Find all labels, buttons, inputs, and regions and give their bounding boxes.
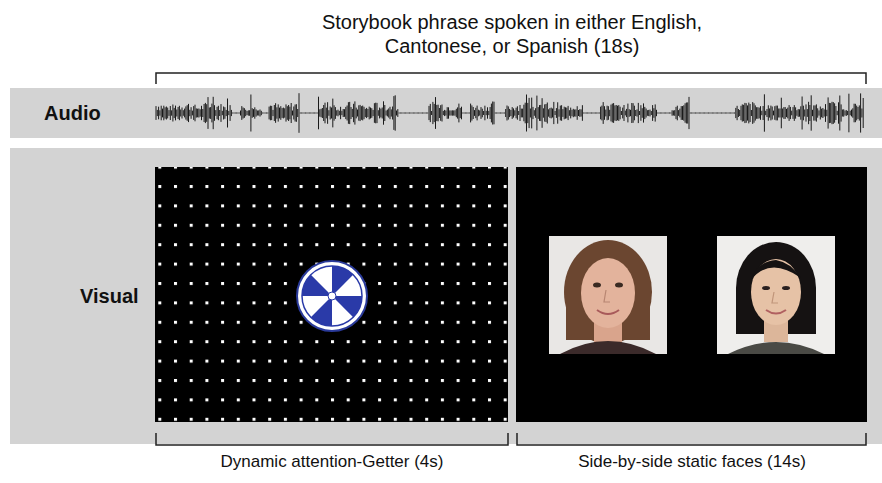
bracket (156, 433, 508, 445)
band-label: Audio (44, 102, 101, 125)
bracket (517, 433, 866, 445)
attention-panel (155, 167, 508, 422)
waveform-trace (156, 93, 863, 133)
bracket (156, 73, 866, 84)
visual-band: Visual (10, 148, 882, 444)
visual-band (10, 148, 882, 444)
face-photo (717, 236, 835, 354)
waveform (156, 93, 863, 133)
faces-panel (516, 167, 867, 422)
audio-band (10, 88, 882, 138)
band-label: Visual (80, 285, 139, 308)
heading-note: Storybook phrase spoken in either Englis… (317, 10, 707, 58)
segment-caption: Dynamic attention-Getter (4s) (162, 452, 502, 472)
segment-caption: Side-by-side static faces (14s) (522, 452, 862, 472)
audio-band: Audio (10, 88, 882, 138)
face-photo (549, 236, 667, 354)
pinwheel (297, 261, 367, 331)
dot-grid (155, 167, 508, 422)
